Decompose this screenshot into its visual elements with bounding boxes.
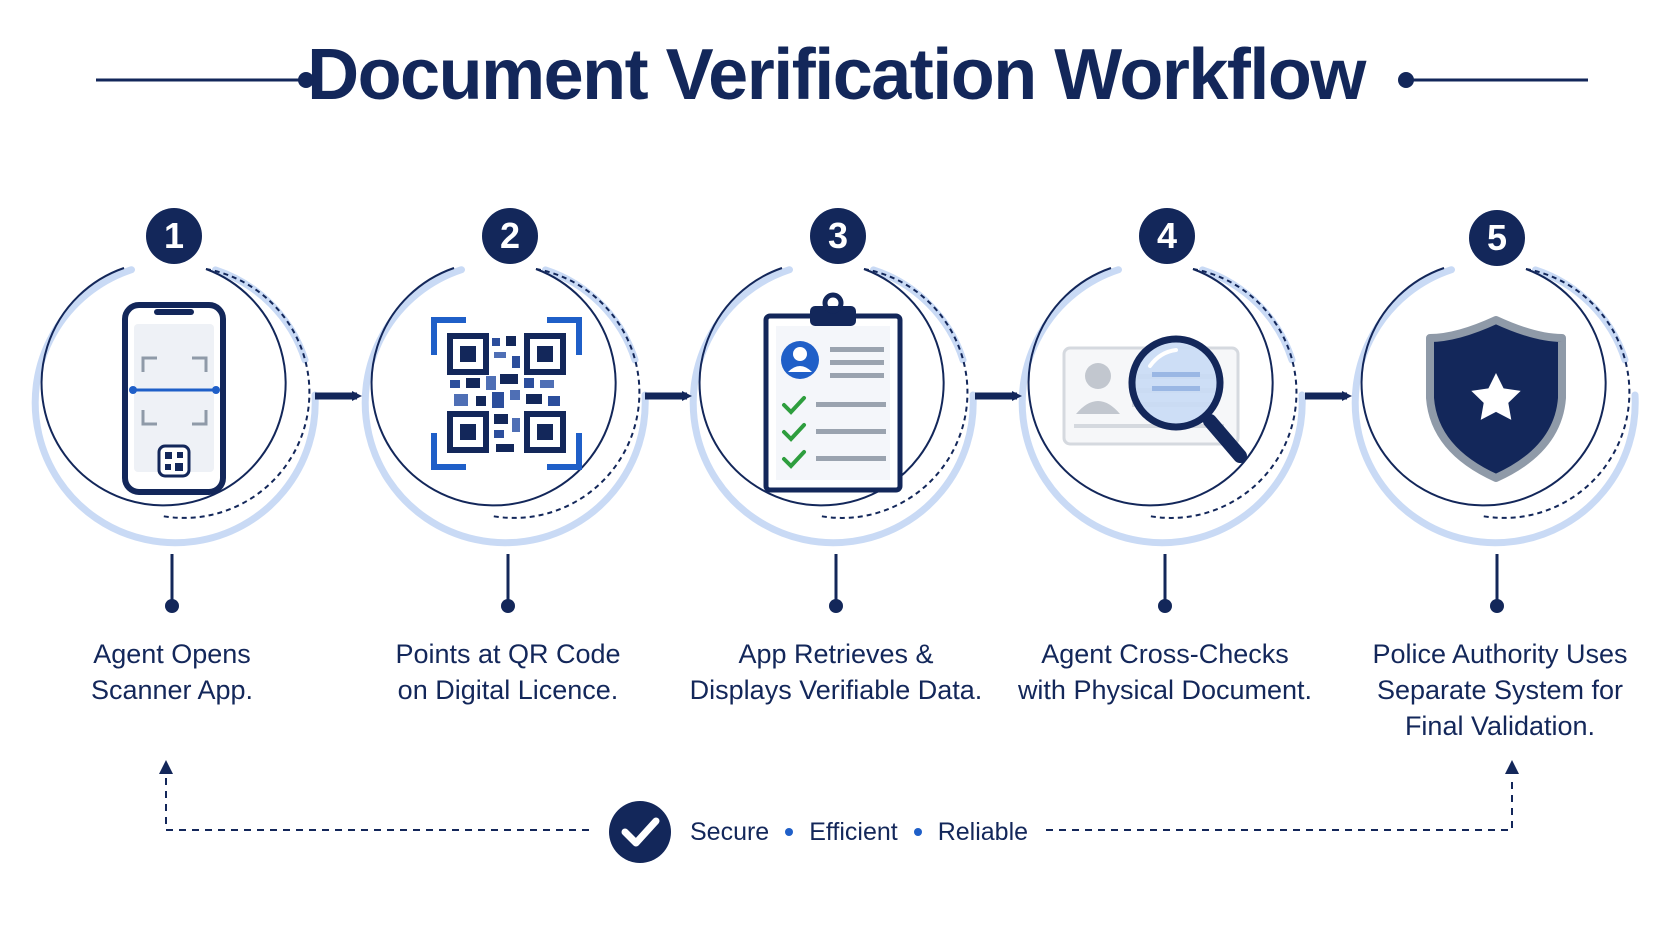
step-2-number: 2: [500, 215, 520, 256]
step-1-connector: [165, 554, 179, 613]
tagline-efficient: Efficient: [809, 817, 898, 846]
clipboard-checklist-icon: [763, 292, 903, 493]
tagline-separator-dot: [913, 828, 922, 836]
step-1-number: 1: [164, 215, 184, 256]
step-5-circle: 5: [1351, 210, 1639, 547]
page-title: Document Verification Workflow: [307, 35, 1366, 115]
step-5-label: Police Authority Uses Separate System fo…: [1372, 639, 1628, 741]
phone-scanner-icon: [122, 302, 226, 495]
step-2-label: Points at QR Code on Digital Licence.: [395, 639, 621, 705]
step-1-circle: 1: [31, 208, 319, 547]
step-5-number: 5: [1487, 217, 1507, 258]
step-4-connector: [1158, 554, 1172, 613]
step-4-label: Agent Cross-Checks with Physical Documen…: [1017, 639, 1313, 705]
title-decoration-right: [1398, 72, 1588, 88]
step-4-number: 4: [1157, 215, 1177, 256]
step-3-label: App Retrieves & Displays Verifiable Data…: [689, 639, 983, 705]
step-2-circle: 2: [361, 208, 649, 547]
step-1-label: Agent Opens Scanner App.: [90, 639, 254, 705]
magnifier-id-card-icon: [1062, 335, 1247, 463]
step-3-number: 3: [828, 215, 848, 256]
step-3-connector: [829, 554, 843, 613]
step-3-circle: 3: [689, 208, 977, 547]
tagline-separator-dot: [785, 828, 794, 836]
feedback-loop: [159, 760, 1519, 831]
tagline-secure: Secure: [690, 817, 770, 846]
step-4-circle: 4: [1018, 208, 1306, 547]
qr-code-icon: [431, 317, 582, 470]
shield-star-icon: [1426, 316, 1566, 482]
tagline: Secure Efficient Reliable: [690, 815, 1028, 849]
step-2-connector: [501, 554, 515, 613]
title-decoration-left: [96, 72, 314, 88]
tagline-reliable: Reliable: [937, 817, 1029, 846]
step-5-connector: [1490, 554, 1504, 613]
checkmark-icon: [609, 801, 671, 863]
